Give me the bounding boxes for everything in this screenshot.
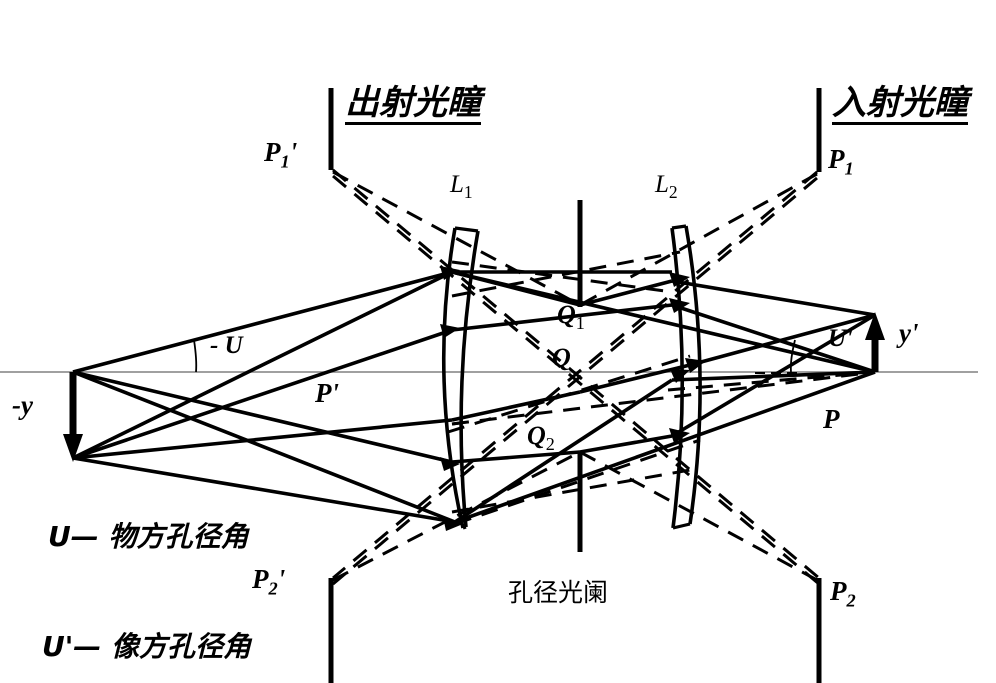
dash-rim-upper-right — [451, 250, 681, 298]
dash-rim-lower-left — [447, 354, 691, 434]
label-lens-1: L1 — [450, 172, 473, 202]
label-p1-prime-subscript: 1 — [280, 151, 290, 172]
label-p-prime: P' — [315, 378, 339, 408]
label-p2-prime-subscript: 2 — [268, 578, 278, 599]
exit-pupil-title: 出射光瞳 — [345, 83, 481, 125]
legend-image-aperture-angle: U'— 像方孔径角 — [42, 630, 252, 663]
label-p: P — [823, 404, 840, 434]
label-p1-prime: P1' — [264, 139, 297, 171]
aperture-stop-label: 孔径光阑 — [508, 578, 609, 607]
label-lens-2-base: L — [655, 171, 669, 198]
label-p2-prime-base: P — [252, 564, 269, 594]
image-height-arrow — [865, 312, 885, 372]
dash-p1-to-p2prime-b — [332, 176, 818, 586]
dash-axis-reference-right — [667, 370, 876, 392]
dash-p1-to-p2prime — [332, 170, 818, 580]
ray-cross-lower — [72, 270, 876, 460]
ray-chief-solid — [72, 313, 876, 460]
label-image-aperture-angle: U' — [828, 325, 853, 352]
label-object-aperture-angle: - U — [210, 332, 243, 359]
ray-offaxis-lower — [72, 369, 876, 531]
label-object-height: -y — [12, 390, 33, 420]
dash-rim-lower-right — [451, 468, 691, 514]
label-p2-subscript: 2 — [846, 590, 856, 611]
label-p2: P2 — [830, 578, 856, 610]
dash-rim-upper-left — [451, 260, 673, 294]
label-p1-subscript: 1 — [844, 158, 854, 179]
entrance-pupil-title: 入射光瞳 — [832, 83, 968, 125]
dash-rim-lower-far — [454, 438, 701, 526]
label-q1-base: Q — [557, 300, 576, 329]
label-q2: Q2 — [527, 421, 555, 455]
label-q: Q — [552, 343, 571, 372]
label-p1-prime-base: P — [264, 137, 281, 167]
dash-q2-left — [332, 450, 581, 582]
label-q1: Q1 — [557, 300, 585, 334]
dash-q1-right — [579, 172, 818, 307]
object-aperture-angle-arc — [193, 339, 198, 373]
legend-object-aperture-angle: U— 物方孔径角 — [48, 520, 249, 553]
ray-axial-upper — [72, 266, 876, 374]
dash-q1-left — [332, 170, 581, 307]
label-lens-2-subscript: 2 — [668, 182, 678, 202]
label-q1-subscript: 1 — [575, 313, 585, 334]
label-p2-prime: P2' — [252, 566, 285, 598]
label-p1: P1 — [828, 146, 854, 178]
dash-chief-entrance — [451, 421, 461, 426]
label-q2-base: Q — [527, 421, 546, 450]
label-p1-prime-tick: ' — [289, 137, 298, 167]
label-q2-subscript: 2 — [545, 434, 555, 455]
label-lens-1-subscript: 1 — [463, 182, 473, 202]
label-lens-1-base: L — [450, 171, 464, 198]
object-height-arrow — [63, 372, 83, 462]
label-lens-2: L2 — [655, 172, 678, 202]
ray-offaxis-upper — [72, 298, 876, 460]
image-aperture-angle-arc — [789, 339, 796, 373]
label-p1-base: P — [828, 144, 845, 174]
label-p2-prime-tick: ' — [277, 564, 286, 594]
label-image-height: y' — [899, 318, 919, 348]
label-p2-base: P — [830, 576, 847, 606]
dash-chief-through-stop — [451, 370, 876, 426]
dash-q2-right — [579, 450, 818, 582]
